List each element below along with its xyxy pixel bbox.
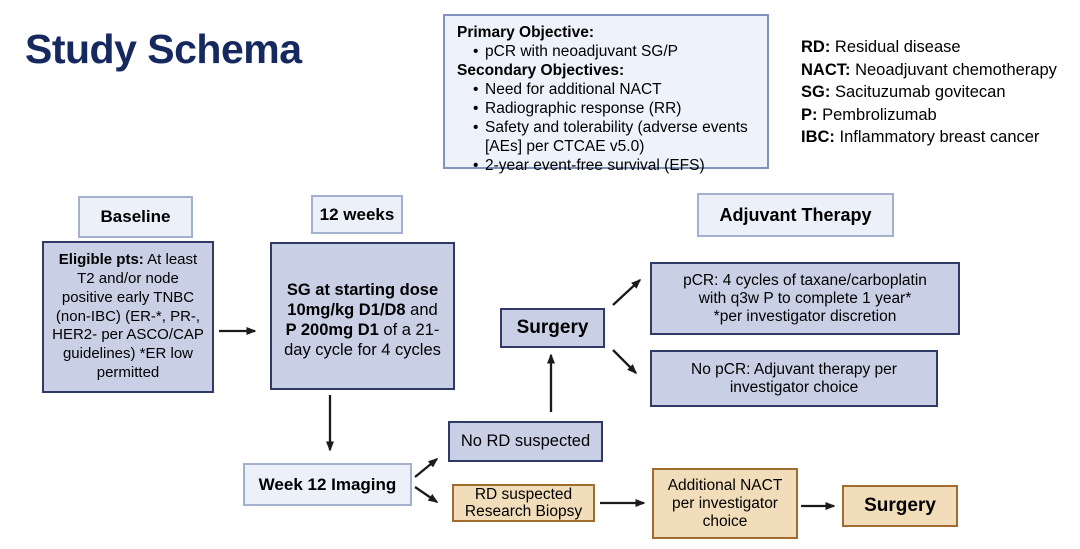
additional-nact-node: Additional NACT per investigator choice [652, 468, 798, 539]
no-pcr-outcome-node: No pCR: Adjuvant therapy per investigato… [650, 350, 938, 407]
rd-suspected-node: RD suspected Research Biopsy [452, 484, 595, 522]
arrow-surgery-to-no-pcr [612, 349, 638, 375]
page-title: Study Schema [25, 26, 302, 72]
secondary-objective-item: • Radiographic response (RR) [473, 100, 682, 117]
arrow-surgery-to-pcr [612, 278, 642, 306]
primary-objective-item: • pCR with neoadjuvant SG/P [473, 43, 678, 60]
primary-objective-heading: Primary Objective: [457, 24, 594, 41]
surgery-after-nact-node: Surgery [842, 485, 958, 527]
arrow-week12-to-rd [414, 486, 439, 503]
abbreviation-legend: RD: Residual disease NACT: Neoadjuvant c… [801, 36, 1057, 149]
bullet-icon: • [473, 157, 479, 174]
bullet-icon: • [473, 100, 479, 117]
week12-imaging-node: Week 12 Imaging [243, 463, 412, 506]
legend-item: SG: Sacituzumab govitecan [801, 83, 1006, 102]
bullet-icon: • [473, 81, 479, 98]
legend-item: RD: Residual disease [801, 38, 961, 56]
secondary-objectives-heading: Secondary Objectives: [457, 62, 625, 79]
bullet-icon: • [473, 119, 479, 136]
adjuvant-therapy-header: Adjuvant Therapy [697, 193, 894, 237]
legend-item: NACT: Neoadjuvant chemotherapy [801, 60, 1057, 79]
arrow-week12-to-no-rd [414, 458, 439, 478]
secondary-objective-item: • Safety and tolerability (adverse event… [473, 119, 748, 155]
sg-regimen-node: SG at starting dose 10mg/kg D1/D8 and P … [270, 242, 455, 390]
pcr-outcome-node: pCR: 4 cycles of taxane/carboplatin with… [650, 262, 960, 335]
eligibility-node: Eligible pts: At least T2 and/or node po… [42, 241, 214, 393]
twelve-weeks-header: 12 weeks [311, 195, 403, 234]
secondary-objective-item: • 2-year event-free survival (EFS) [473, 157, 705, 174]
baseline-header: Baseline [78, 196, 193, 238]
secondary-objective-item: • Need for additional NACT [473, 81, 662, 98]
bullet-icon: • [473, 43, 479, 60]
legend-item: IBC: Inflammatory breast cancer [801, 128, 1040, 147]
surgery-node: Surgery [500, 308, 605, 348]
legend-item: P: Pembrolizumab [801, 105, 937, 124]
no-rd-suspected-node: No RD suspected [448, 421, 603, 462]
objectives-box: Primary Objective: • pCR with neoadjuvan… [443, 14, 769, 174]
